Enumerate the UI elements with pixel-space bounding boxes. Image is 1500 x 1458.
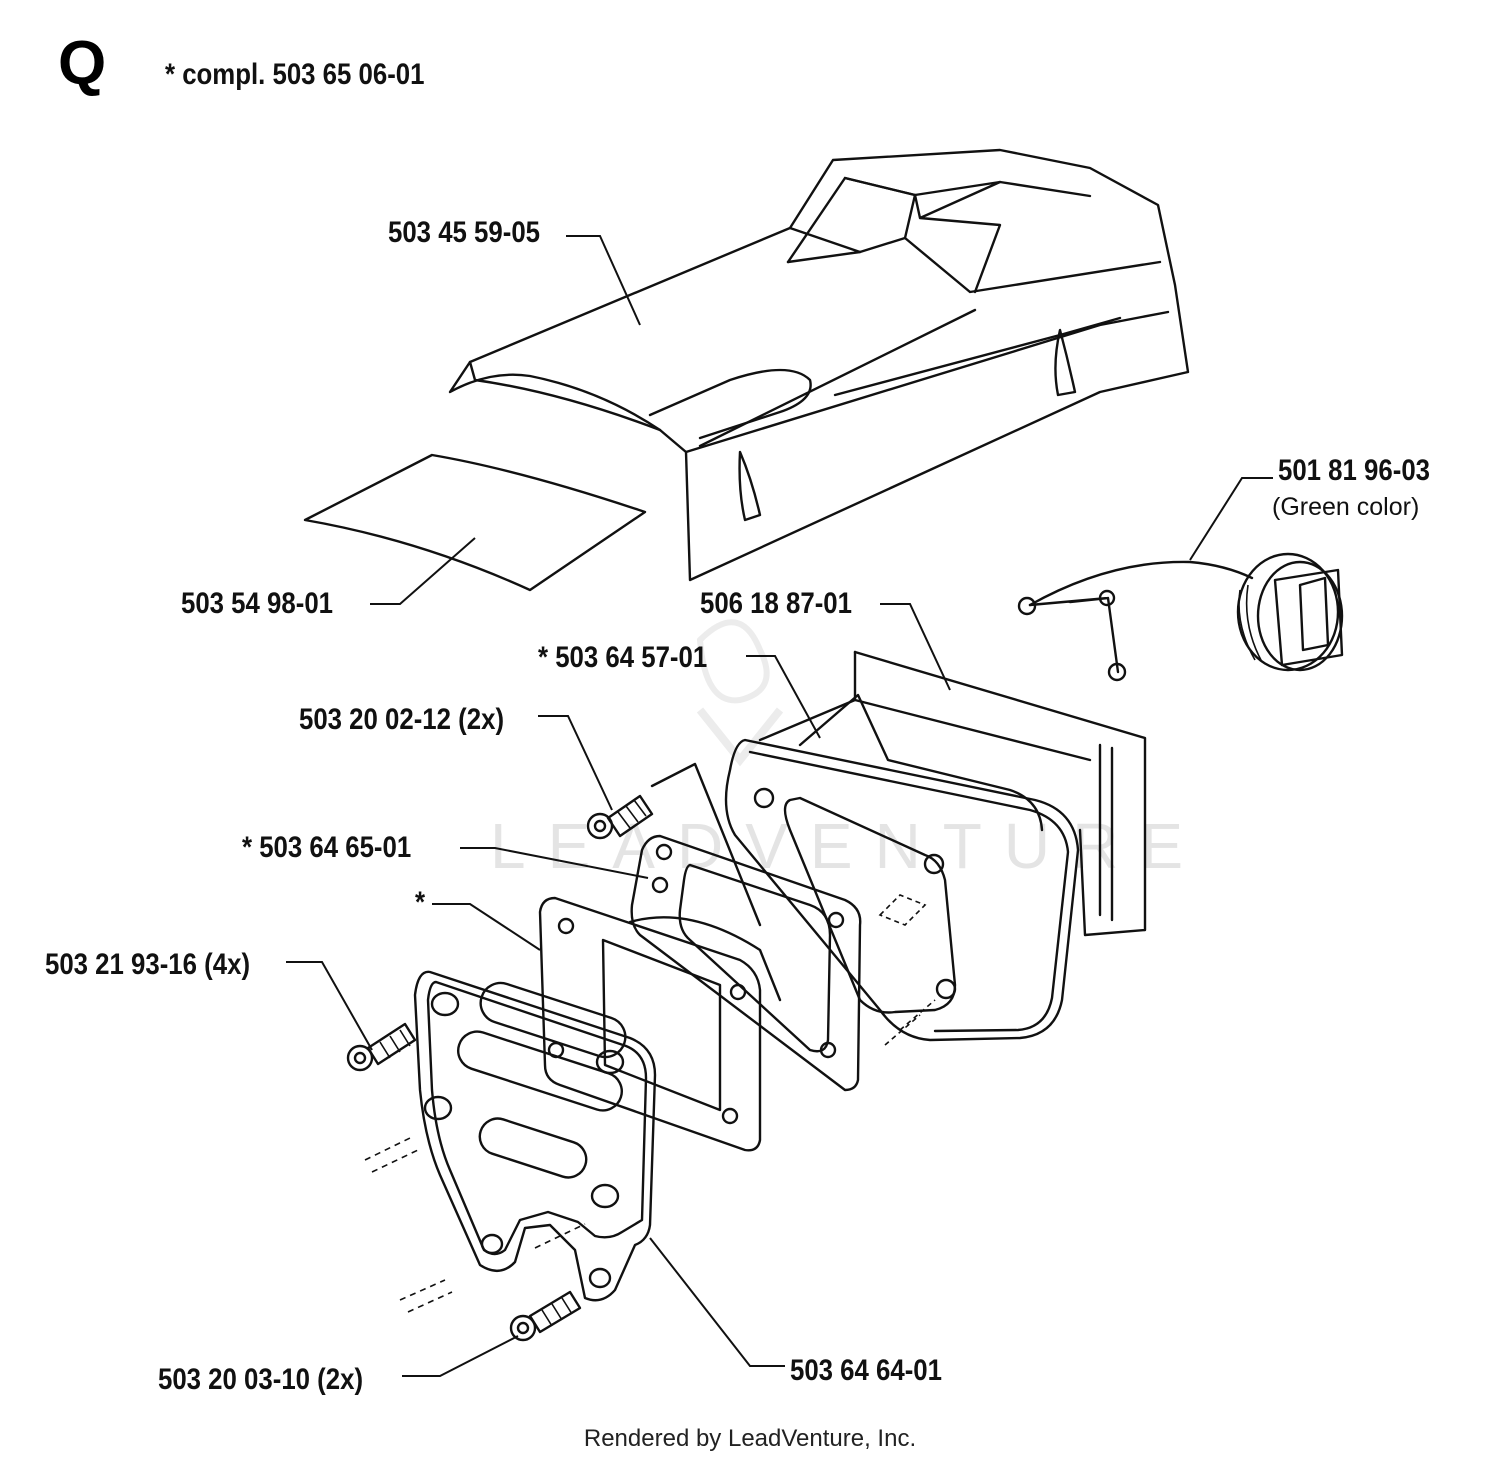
footer-credit: Rendered by LeadVenture, Inc. xyxy=(584,1425,916,1452)
leader-line xyxy=(432,903,541,951)
leader-line xyxy=(746,655,821,739)
part-label-p11: 503 64 64-01 xyxy=(790,1353,942,1386)
assembly-note: * compl. 503 65 06-01 xyxy=(165,57,425,90)
part-label-p5: * 503 64 57-01 xyxy=(538,640,707,673)
part-label-p6: 503 20 02-12 (2x) xyxy=(299,702,504,735)
cooling-plate-icon xyxy=(538,896,782,1152)
leader-line xyxy=(538,715,613,811)
part-label-p9: 503 21 93-16 (4x) xyxy=(45,947,250,980)
leader-line xyxy=(460,847,649,879)
section-letter: Q xyxy=(58,29,106,98)
leader-line xyxy=(649,1237,785,1367)
leader-line xyxy=(880,603,951,691)
leader-line xyxy=(286,961,373,1051)
air-filter-housing-icon xyxy=(758,650,1147,937)
muffler-body-icon xyxy=(724,693,1080,1046)
screw-icon xyxy=(346,1022,417,1072)
gasket-icon xyxy=(630,834,862,1092)
leader-line xyxy=(370,537,476,605)
part-label-p2: 503 54 98-01 xyxy=(181,586,333,619)
part-label-p7: * 503 64 65-01 xyxy=(242,830,411,863)
part-label-p8: * xyxy=(415,885,425,918)
leader-line xyxy=(566,235,641,326)
part-label-p10: 503 20 03-10 (2x) xyxy=(158,1362,363,1395)
muffler-cover-icon xyxy=(364,970,657,1313)
top-cover-icon xyxy=(448,148,1190,582)
decal-sticker-icon xyxy=(303,453,647,592)
part-sublabel-p3: (Green color) xyxy=(1272,493,1419,521)
part-label-p3: 501 81 96-03 xyxy=(1278,453,1430,486)
leader-line xyxy=(402,1335,519,1377)
part-label-p1: 503 45 59-05 xyxy=(388,215,540,248)
leader-line xyxy=(1189,477,1273,561)
screw-icon xyxy=(586,762,762,927)
fuel-cap-icon xyxy=(1017,552,1344,682)
screw-icon xyxy=(509,1290,582,1342)
part-label-p4: 506 18 87-01 xyxy=(700,586,852,619)
